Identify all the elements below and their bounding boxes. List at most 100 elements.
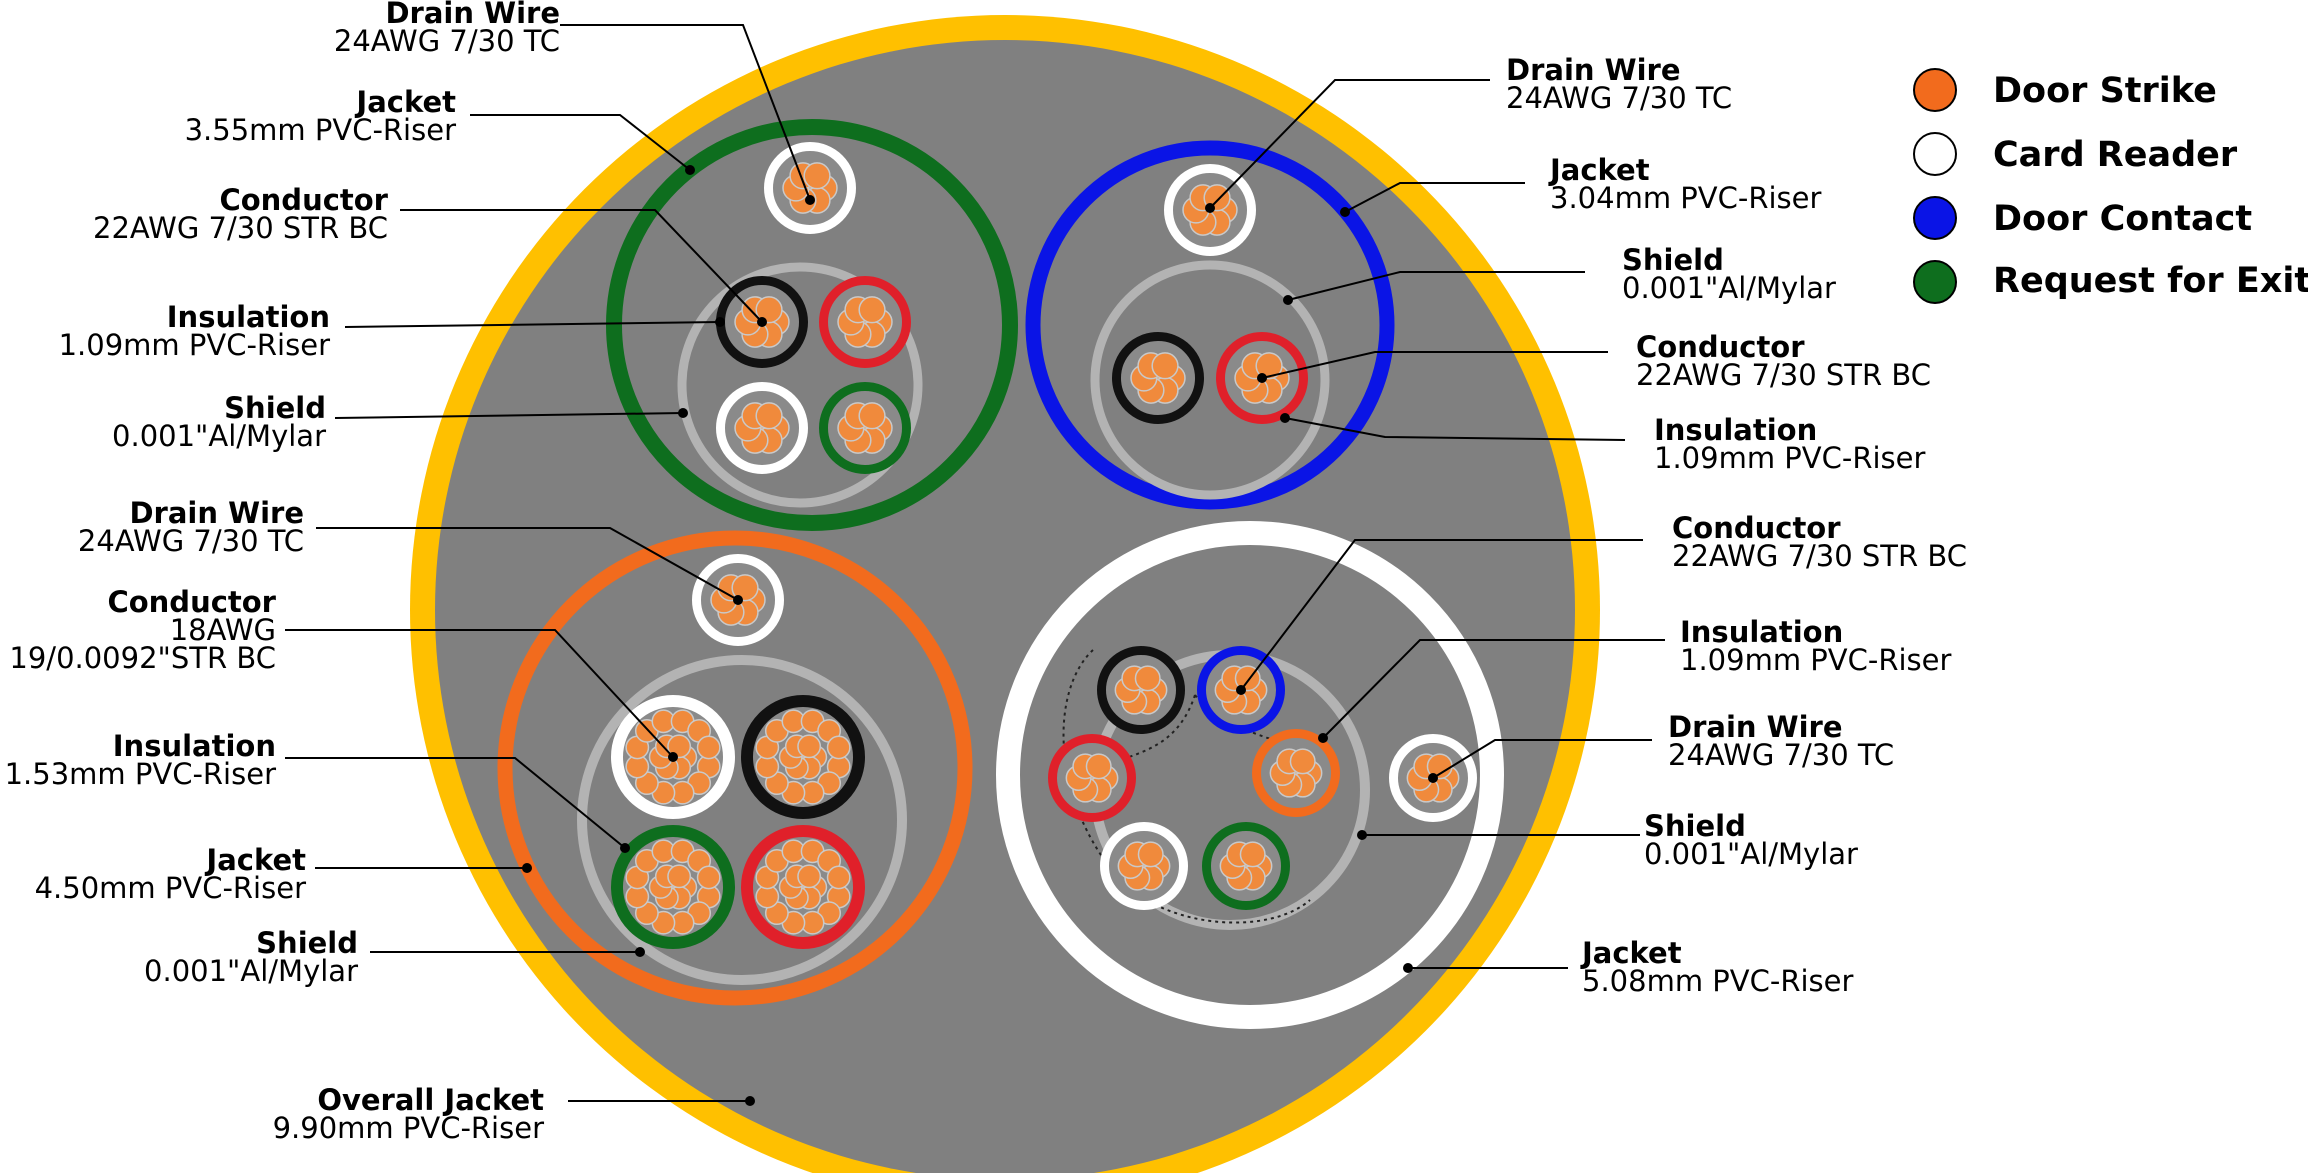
- leader-green-jacket: [470, 114, 691, 171]
- leader-blue-jacket: [1344, 182, 1525, 213]
- white-jacket: [996, 521, 1504, 1029]
- callout-orange-shield-title: Shield: [256, 926, 358, 960]
- legend-label: Door Contact: [1993, 199, 2252, 239]
- leader-dot: [1280, 413, 1290, 423]
- copper-strand: [1239, 841, 1266, 868]
- leader-white-conductor: [1240, 539, 1643, 691]
- callout-orange-conductor-title: Conductor: [107, 585, 276, 619]
- copper-strand: [696, 735, 721, 760]
- copper-strand: [1085, 753, 1112, 780]
- callout-blue-conductor-title: Conductor: [1636, 330, 1805, 364]
- legend-swatch: [1913, 132, 1957, 176]
- blue-jacket: [1025, 140, 1395, 510]
- white-pair-white: [1100, 822, 1188, 910]
- leader-dot: [1257, 373, 1267, 383]
- leader-white-insulation: [1322, 639, 1665, 739]
- insulation-ring: [611, 825, 735, 949]
- green-jacket: [606, 119, 1018, 531]
- leader-green-drain: [560, 24, 811, 201]
- callout-green-shield-spec: 0.001"Al/Mylar: [112, 419, 326, 453]
- copper-strand: [1255, 352, 1283, 380]
- insulation-ring: [819, 276, 911, 368]
- callout-green-drain-title: Drain Wire: [385, 0, 560, 30]
- callout-orange-insulation-title: Insulation: [113, 729, 276, 763]
- leader-dot: [1205, 203, 1215, 213]
- callout-blue-drain-title: Drain Wire: [1506, 53, 1681, 87]
- orange-pair-green: [611, 825, 735, 949]
- white-subcable: [996, 521, 1504, 1029]
- copper-strand: [1151, 352, 1179, 380]
- callout-green-shield-title: Shield: [224, 391, 326, 425]
- insulation-ring: [1252, 729, 1340, 817]
- callout-blue-jacket-title: Jacket: [1548, 153, 1650, 187]
- orange-subcable: [497, 530, 973, 1006]
- legend-swatch: [1913, 196, 1957, 240]
- blue-subcable: [1025, 140, 1395, 510]
- legend-swatch: [1913, 260, 1957, 304]
- insulation-ring: [741, 825, 865, 949]
- insulation-ring: [1164, 164, 1256, 256]
- copper-strand: [826, 865, 851, 890]
- copper-strand: [803, 162, 831, 190]
- copper-strand: [797, 864, 822, 889]
- copper-strand: [667, 734, 692, 759]
- blue-pair-red: [1216, 332, 1308, 424]
- green-pair-red: [819, 276, 911, 368]
- legend: Door Strike Card Reader Door Contact Req…: [1913, 68, 2308, 304]
- leader-blue-insulation: [1284, 417, 1626, 441]
- callout-white-drain-spec: 24AWG 7/30 TC: [1668, 738, 1894, 772]
- insulation-ring: [741, 695, 865, 819]
- leader-dot: [620, 843, 630, 853]
- insulation-ring: [1197, 646, 1285, 734]
- legend-label: Card Reader: [1993, 135, 2238, 175]
- leader-green-shield: [334, 412, 684, 419]
- leader-dot: [805, 195, 815, 205]
- leader-lines: [285, 24, 1665, 1106]
- copper-strand: [1134, 665, 1161, 692]
- leader-dot: [1357, 830, 1367, 840]
- legend-item-door-strike: Door Strike: [1913, 68, 2217, 112]
- copper-strand: [755, 296, 783, 324]
- orange-pair-black: [741, 695, 865, 819]
- callout-green-insulation-title: Insulation: [167, 300, 330, 334]
- white-pair-red: [1048, 734, 1136, 822]
- callout-orange-jacket-spec: 4.50mm PVC-Riser: [35, 871, 306, 905]
- callout-green-drain-spec: 24AWG 7/30 TC: [334, 24, 560, 58]
- callout-white-shield-title: Shield: [1644, 809, 1746, 843]
- leader-dot: [678, 408, 688, 418]
- callout-white-jacket-title: Jacket: [1580, 936, 1682, 970]
- green-shield: [677, 262, 923, 508]
- callout-white-insulation-spec: 1.09mm PVC-Riser: [1680, 643, 1951, 677]
- insulation-ring: [1202, 822, 1290, 910]
- leader-dot: [1283, 295, 1293, 305]
- callout-orange-drain-title: Drain Wire: [129, 496, 304, 530]
- leader-dot: [733, 595, 743, 605]
- orange-jacket: [497, 530, 973, 1006]
- copper-strand: [1289, 748, 1316, 775]
- copper-strand: [731, 574, 759, 602]
- callout-overall-jacket-spec: 9.90mm PVC-Riser: [273, 1111, 544, 1145]
- leader-dot: [685, 165, 695, 175]
- callout-green-jacket-spec: 3.55mm PVC-Riser: [185, 113, 456, 147]
- callout-white-drain-title: Drain Wire: [1668, 710, 1843, 744]
- callout-blue-jacket-spec: 3.04mm PVC-Riser: [1550, 181, 1821, 215]
- leader-dot: [1236, 685, 1246, 695]
- leader-green-conductor: [400, 209, 763, 323]
- blue-shield: [1090, 260, 1330, 500]
- insulation-ring: [1216, 332, 1308, 424]
- callout-blue-drain-spec: 24AWG 7/30 TC: [1506, 81, 1732, 115]
- callout-blue-insulation-spec: 1.09mm PVC-Riser: [1654, 441, 1925, 475]
- callout-blue-conductor-spec: 22AWG 7/30 STR BC: [1636, 358, 1931, 392]
- white-pair-orange: [1252, 729, 1340, 817]
- legend-swatch: [1913, 68, 1957, 112]
- green-drain-wire: [764, 142, 856, 234]
- leader-blue-shield: [1287, 271, 1585, 301]
- leader-dot: [745, 1096, 755, 1106]
- blue-drain-wire: [1164, 164, 1256, 256]
- leader-orange-conductor: [285, 629, 674, 758]
- copper-strand: [696, 865, 721, 890]
- insulation-ring: [1112, 332, 1204, 424]
- legend-label: Request for Exit: [1993, 261, 2308, 301]
- copper-strand: [755, 402, 783, 430]
